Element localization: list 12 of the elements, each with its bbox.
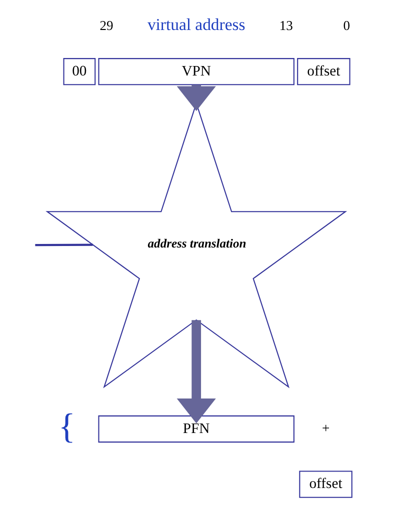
node-box: offset bbox=[296, 58, 350, 86]
node-box: offset bbox=[298, 470, 352, 498]
node-box: VPN bbox=[98, 58, 294, 86]
label: { bbox=[58, 406, 75, 446]
node-box: PFN bbox=[98, 415, 294, 443]
label: 0 bbox=[342, 18, 350, 33]
label: virtual address bbox=[146, 15, 245, 34]
label: 29 bbox=[99, 18, 113, 33]
node-box: 00 bbox=[62, 58, 96, 86]
label: + bbox=[321, 420, 330, 436]
label: 13 bbox=[278, 18, 292, 33]
connector bbox=[34, 244, 92, 246]
